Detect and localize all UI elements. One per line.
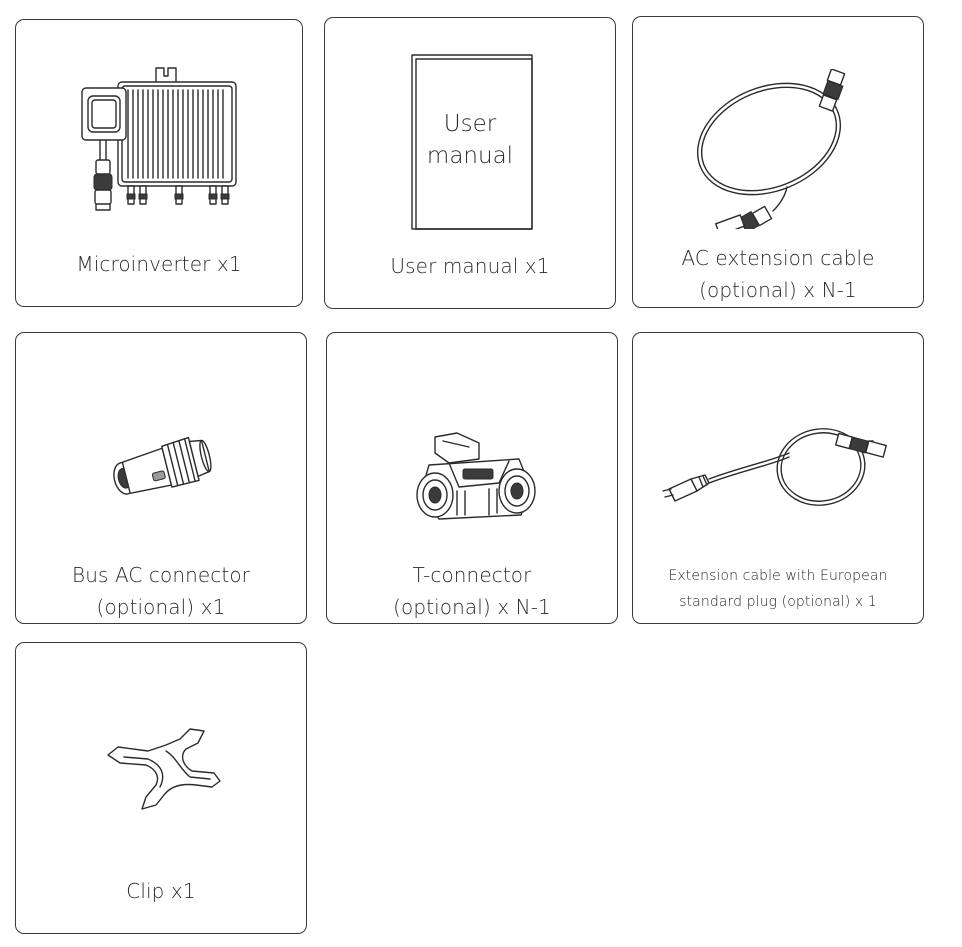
user-manual-icon: User manual	[410, 53, 534, 233]
item-card-t-connector: T-connector (optional) x N-1	[326, 332, 618, 624]
item-card-clip: Clip x1	[15, 642, 307, 934]
manual-cover-line: User	[444, 111, 497, 137]
caption-line: Bus AC connector	[72, 563, 250, 587]
item-caption: T-connector (optional) x N-1	[327, 559, 617, 623]
item-card-european-plug-cable: Extension cable with European standard p…	[632, 332, 924, 624]
item-caption: Clip x1	[16, 875, 306, 907]
item-caption: Bus AC connector (optional) x1	[16, 559, 306, 623]
caption-line: Clip x1	[126, 879, 196, 903]
clip-icon	[104, 715, 224, 815]
item-caption: AC extension cable (optional) x N-1	[633, 242, 923, 306]
bus-ac-connector-icon	[106, 429, 216, 499]
item-card-bus-ac-connector: Bus AC connector (optional) x1	[15, 332, 307, 624]
item-caption: User manual x1	[325, 250, 615, 282]
manual-cover-line: manual	[427, 143, 513, 169]
microinverter-icon	[78, 58, 238, 218]
t-connector-icon	[409, 429, 549, 529]
item-card-user-manual: User manual User manual x1	[324, 17, 616, 309]
item-card-ac-extension-cable: AC extension cable (optional) x N-1	[632, 16, 924, 308]
item-caption: Microinverter x1	[16, 248, 302, 280]
caption-line: Microinverter x1	[76, 252, 242, 276]
ac-extension-cable-icon	[689, 69, 869, 229]
caption-line: AC extension cable	[681, 246, 875, 270]
item-card-microinverter: Microinverter x1	[15, 19, 303, 307]
caption-line: (optional) x1	[96, 595, 226, 619]
european-plug-cable-icon	[661, 417, 891, 527]
caption-line: User manual x1	[390, 254, 550, 278]
item-caption: Extension cable with European standard p…	[633, 563, 923, 615]
caption-line: standard plug (optional) x 1	[679, 594, 877, 610]
caption-line: (optional) x N-1	[699, 278, 857, 302]
caption-line: (optional) x N-1	[393, 595, 551, 619]
caption-line: T-connector	[412, 563, 532, 587]
caption-line: Extension cable with European	[668, 568, 888, 584]
